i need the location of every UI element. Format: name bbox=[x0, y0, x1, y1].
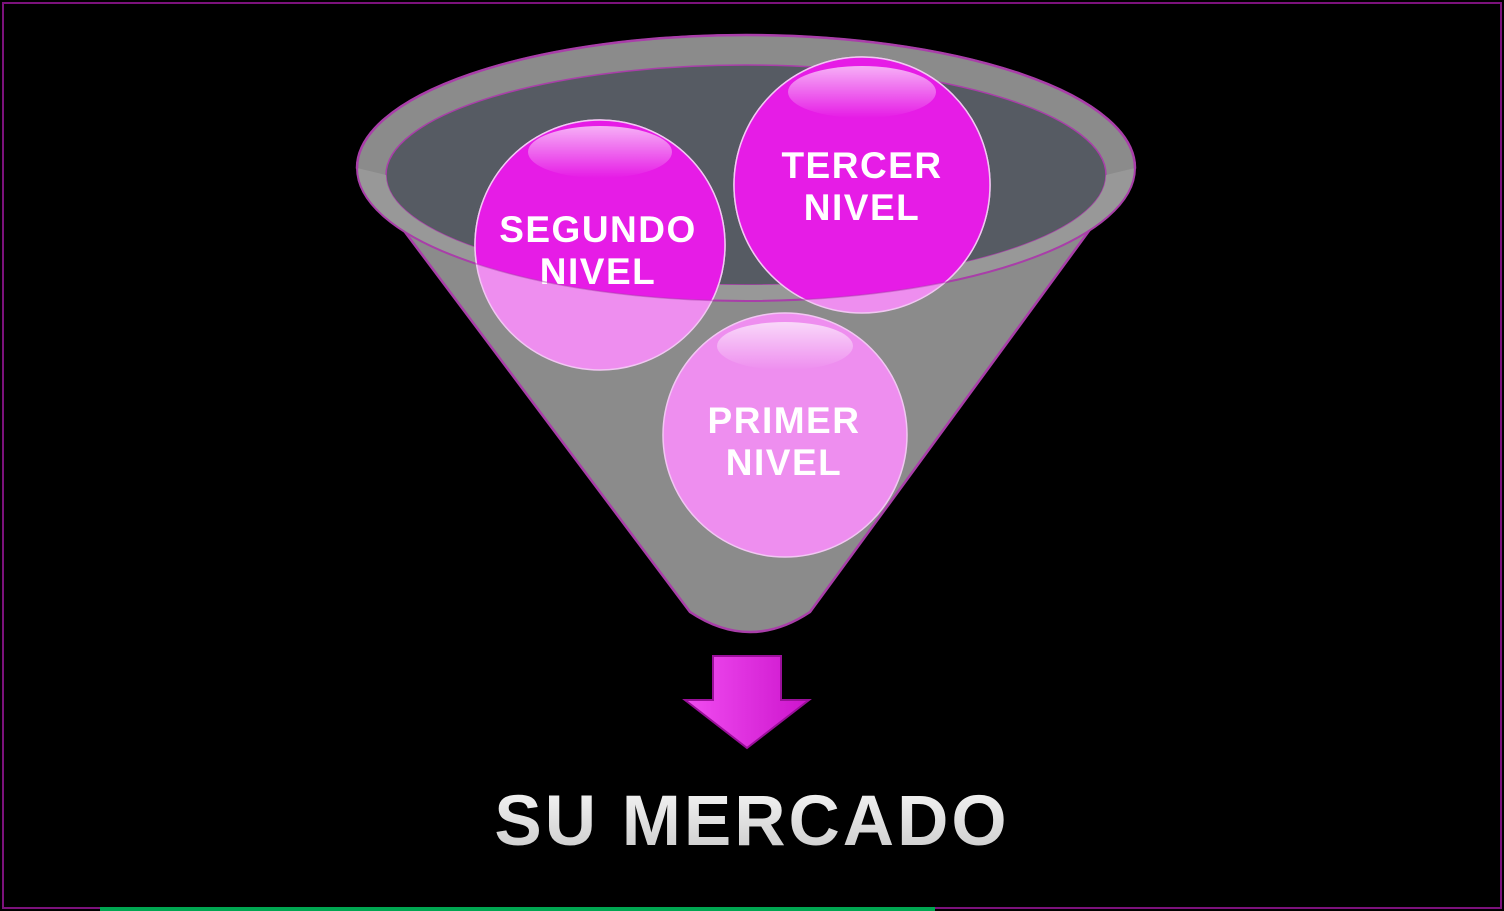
bottom-green-bar bbox=[100, 907, 935, 911]
circle-tercer-nivel: TERCER NIVEL bbox=[733, 56, 991, 314]
funnel-rim-front-edge bbox=[356, 167, 1136, 302]
segundo-nivel-label-line1: SEGUNDO bbox=[499, 209, 697, 250]
primer-gloss-highlight bbox=[717, 322, 853, 370]
circle-segundo-nivel: SEGUNDO NIVEL bbox=[474, 119, 726, 371]
primer-nivel-label-line1: PRIMER bbox=[708, 400, 861, 441]
segundo-gloss-highlight bbox=[528, 126, 672, 178]
tercer-nivel-label-line1: TERCER bbox=[781, 145, 942, 186]
tercer-circle-top bbox=[733, 56, 991, 301]
diagram-title: SU MERCADO bbox=[494, 782, 1009, 861]
segundo-circle-top bbox=[474, 119, 726, 301]
tercer-nivel-label-line2: NIVEL bbox=[804, 187, 920, 228]
down-arrow-icon bbox=[682, 655, 812, 750]
funnel-rim-outline bbox=[356, 34, 1136, 302]
primer-circle-base bbox=[662, 312, 908, 558]
segundo-nivel-label-line2: NIVEL bbox=[540, 251, 656, 292]
primer-nivel-label-line2: NIVEL bbox=[726, 442, 842, 483]
tercer-gloss-highlight bbox=[788, 66, 936, 118]
circle-primer-nivel: PRIMER NIVEL bbox=[662, 312, 908, 558]
